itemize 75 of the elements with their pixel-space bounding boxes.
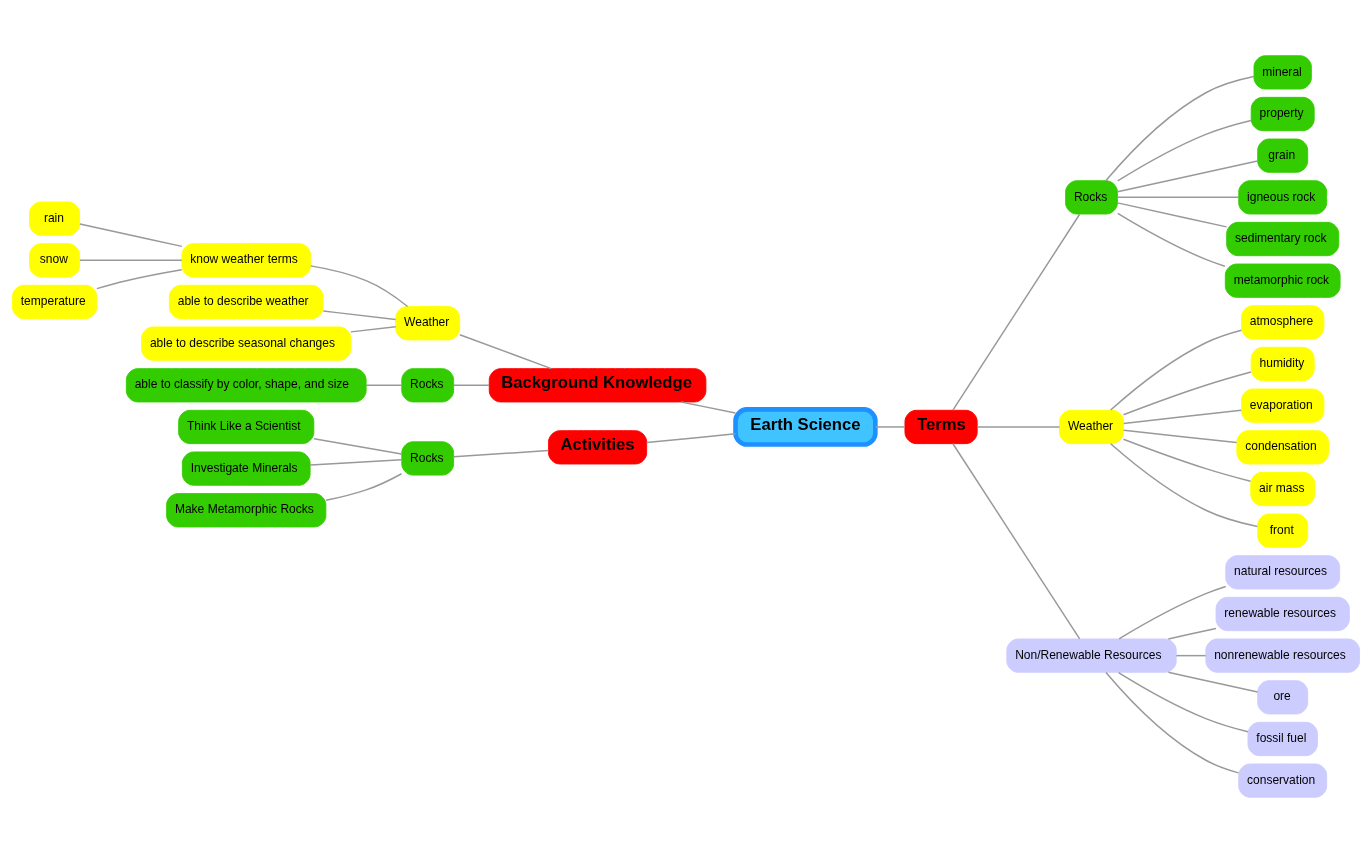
node-box: snow bbox=[29, 243, 81, 278]
node-box: atmosphere bbox=[1241, 305, 1325, 340]
connector bbox=[1122, 409, 1242, 425]
node-box: Background Knowledge bbox=[488, 368, 707, 403]
node-box: Think Like a Scientist bbox=[178, 409, 315, 445]
connector bbox=[79, 259, 183, 262]
node-box: front bbox=[1257, 513, 1309, 548]
connector bbox=[96, 269, 183, 290]
connector bbox=[1167, 627, 1217, 640]
node-box: Activities bbox=[548, 430, 648, 465]
connector bbox=[79, 223, 183, 248]
connector bbox=[1116, 160, 1259, 193]
node-box: sedimentary rock bbox=[1226, 221, 1340, 257]
connector bbox=[365, 384, 403, 387]
connector bbox=[1175, 654, 1207, 657]
node-box: evaporation bbox=[1241, 388, 1325, 423]
connector bbox=[459, 334, 553, 370]
node-box: Weather bbox=[395, 306, 461, 341]
node-box: property bbox=[1250, 96, 1315, 132]
connector bbox=[1167, 671, 1259, 693]
node-box: Terms bbox=[904, 409, 978, 445]
node-box: able to describe weather bbox=[168, 284, 324, 320]
connector bbox=[1116, 196, 1240, 199]
connector bbox=[453, 384, 490, 387]
connector bbox=[1105, 671, 1240, 774]
connector bbox=[1117, 212, 1226, 267]
node-box: nonrenewable resources bbox=[1205, 638, 1360, 673]
connector bbox=[646, 433, 737, 444]
connector bbox=[976, 426, 1061, 428]
node-box: natural resources bbox=[1225, 555, 1341, 590]
node-box: rain bbox=[29, 201, 81, 236]
connector bbox=[1122, 438, 1252, 483]
connector bbox=[1105, 75, 1255, 182]
node-box: Rocks bbox=[401, 368, 455, 403]
connector bbox=[1122, 371, 1252, 416]
node-box: air mass bbox=[1250, 471, 1316, 507]
connector bbox=[874, 426, 906, 428]
node-box: condensation bbox=[1236, 430, 1329, 465]
node-box: igneous rock bbox=[1238, 180, 1328, 215]
connector bbox=[350, 326, 397, 333]
node-box: humidity bbox=[1250, 346, 1315, 382]
node-box: renewable resources bbox=[1215, 596, 1350, 632]
connector bbox=[313, 437, 403, 455]
connector bbox=[1109, 329, 1243, 411]
node-box: metamorphic rock bbox=[1224, 263, 1341, 298]
node-box: Make Metamorphic Rocks bbox=[166, 493, 327, 528]
connector bbox=[309, 265, 409, 308]
connector bbox=[1122, 429, 1238, 444]
connector bbox=[1117, 671, 1249, 733]
node-box: Earth Science bbox=[733, 407, 878, 447]
connector bbox=[1118, 585, 1227, 640]
node-box: temperature bbox=[12, 284, 98, 320]
node-box: Rocks bbox=[401, 441, 455, 476]
node-box: Weather bbox=[1059, 409, 1124, 445]
node-box: Rocks bbox=[1065, 180, 1118, 215]
connector bbox=[309, 459, 403, 466]
node-box: grain bbox=[1257, 138, 1309, 173]
connector bbox=[952, 443, 1081, 640]
node-box: Non/Renewable Resources bbox=[1006, 638, 1177, 673]
node-box: mineral bbox=[1253, 55, 1312, 90]
node-box: ore bbox=[1257, 680, 1309, 715]
connector bbox=[453, 449, 550, 458]
connector bbox=[322, 310, 397, 321]
connector bbox=[952, 213, 1081, 411]
node-box: Investigate Minerals bbox=[181, 451, 311, 486]
connector bbox=[1109, 443, 1259, 528]
connector bbox=[1116, 119, 1252, 182]
node-box: able to describe seasonal changes bbox=[141, 326, 352, 361]
connector bbox=[680, 401, 737, 414]
node-box: conservation bbox=[1238, 763, 1328, 798]
node-box: able to classify by color, shape, and size bbox=[125, 368, 367, 403]
node-box: fossil fuel bbox=[1247, 721, 1318, 757]
connector bbox=[325, 473, 403, 502]
connector bbox=[1116, 202, 1228, 228]
node-box: know weather terms bbox=[181, 243, 312, 278]
